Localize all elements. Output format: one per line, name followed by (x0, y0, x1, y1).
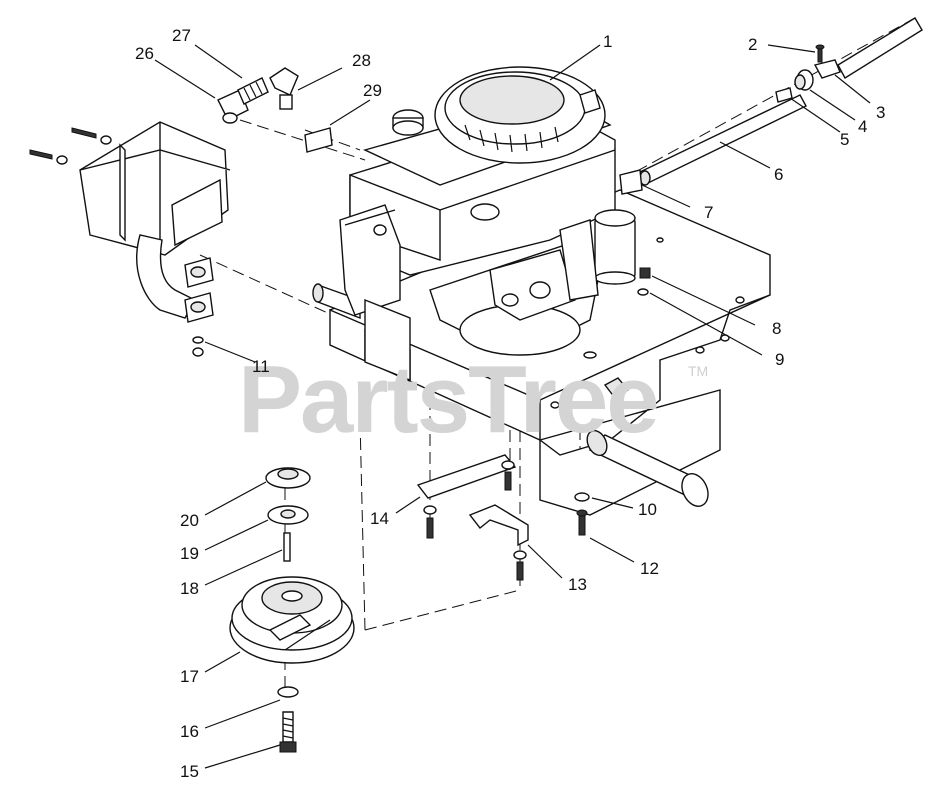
callout-17: 17 (180, 667, 199, 686)
callout-7: 7 (704, 203, 713, 222)
brackets (416, 267, 651, 581)
callout-labels: 1 2 3 4 5 6 7 8 9 10 11 12 13 14 15 16 1… (135, 26, 885, 781)
callout-16: 16 (180, 722, 199, 741)
callout-6: 6 (774, 165, 783, 184)
callout-1: 1 (603, 32, 612, 51)
callout-12: 12 (640, 559, 659, 578)
callout-26: 26 (135, 44, 154, 63)
support-tube (586, 429, 709, 507)
callout-11: 11 (252, 357, 270, 376)
callout-2: 2 (748, 35, 757, 54)
clutch-assembly (229, 467, 355, 753)
callout-19: 19 (180, 544, 199, 563)
callout-18: 18 (180, 579, 199, 598)
callout-28: 28 (352, 51, 371, 70)
callout-9: 9 (775, 350, 784, 369)
callout-29: 29 (363, 81, 382, 100)
callout-20: 20 (180, 511, 199, 530)
watermark-text: PartsTree (238, 346, 658, 453)
callout-3: 3 (876, 103, 885, 122)
callout-14: 14 (370, 509, 389, 528)
callout-15: 15 (180, 762, 199, 781)
watermark: PartsTree TM (238, 346, 708, 453)
throttle-cable (619, 17, 923, 195)
callout-leaders (154, 44, 871, 769)
engine (339, 66, 636, 382)
muffler (29, 67, 333, 357)
watermark-trademark: TM (688, 363, 708, 379)
callout-5: 5 (840, 130, 849, 149)
callout-4: 4 (858, 117, 867, 136)
callout-27: 27 (172, 26, 191, 45)
callout-13: 13 (568, 575, 587, 594)
left-tube (312, 283, 361, 320)
callout-10: 10 (638, 500, 657, 519)
callout-8: 8 (772, 319, 781, 338)
